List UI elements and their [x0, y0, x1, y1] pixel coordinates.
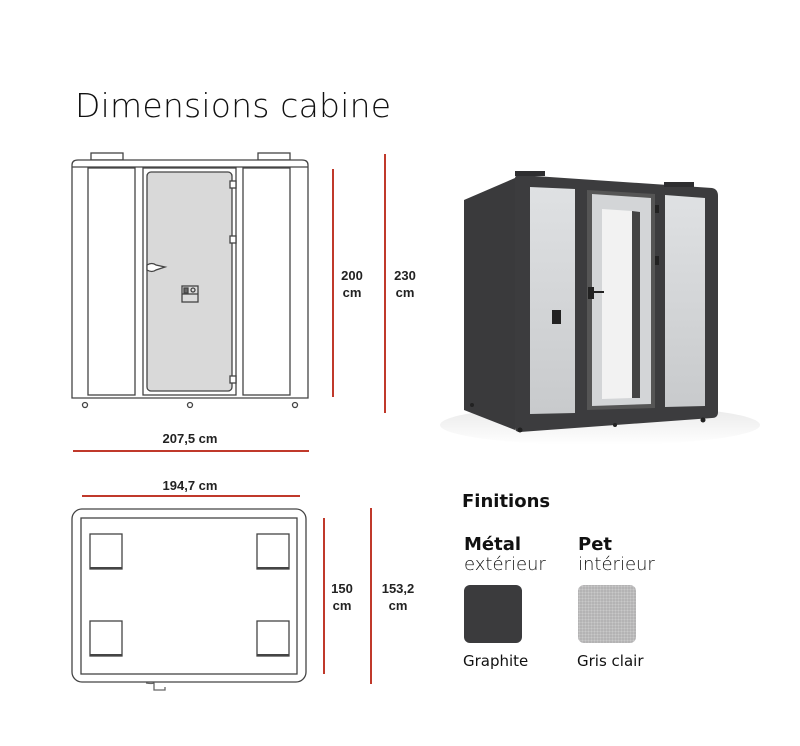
finish-material: Métal: [464, 534, 522, 555]
swatch-graphite: [464, 585, 522, 643]
dimension-label-width-outer: 207,5 cm: [162, 431, 218, 446]
dimension-value: 200: [341, 268, 363, 283]
finish-exterior-heading: Métal extérieur: [464, 535, 546, 575]
dimension-label-height-outer: 230 cm: [388, 267, 422, 301]
dimension-line-height-outer: [384, 154, 386, 413]
finish-location: intérieur: [578, 554, 655, 575]
dimension-label-depth-inner: 150 cm: [325, 580, 359, 614]
dimension-line-depth-inner: [323, 518, 325, 674]
finish-interior-heading: Pet intérieur: [578, 535, 655, 575]
dimension-unit: cm: [388, 598, 408, 613]
finish-color-name: Graphite: [463, 652, 529, 670]
dimension-line-height-inner: [332, 169, 334, 397]
dimension-line-width-inner: [82, 495, 300, 497]
finishes-title: Finitions: [462, 491, 551, 512]
dimension-unit: cm: [395, 285, 415, 300]
dimension-value: 150: [331, 581, 353, 596]
dimension-label-width-inner: 194,7 cm: [162, 478, 218, 493]
swatch-gris-clair: [578, 585, 636, 643]
finish-color-name: Gris clair: [577, 652, 644, 670]
page-title: Dimensions cabine: [75, 86, 392, 125]
dimension-value: 153,2: [381, 581, 415, 596]
finish-location: extérieur: [464, 554, 546, 575]
finish-material: Pet: [578, 534, 613, 555]
dimension-label-depth-outer: 153,2 cm: [376, 580, 420, 614]
dimension-line-depth-outer: [370, 508, 372, 684]
dimension-line-width-outer: [73, 450, 309, 452]
dimension-label-height-inner: 200 cm: [335, 267, 369, 301]
dimension-value: 230: [394, 268, 416, 283]
dimension-unit: cm: [332, 598, 352, 613]
dimension-unit: cm: [342, 285, 362, 300]
